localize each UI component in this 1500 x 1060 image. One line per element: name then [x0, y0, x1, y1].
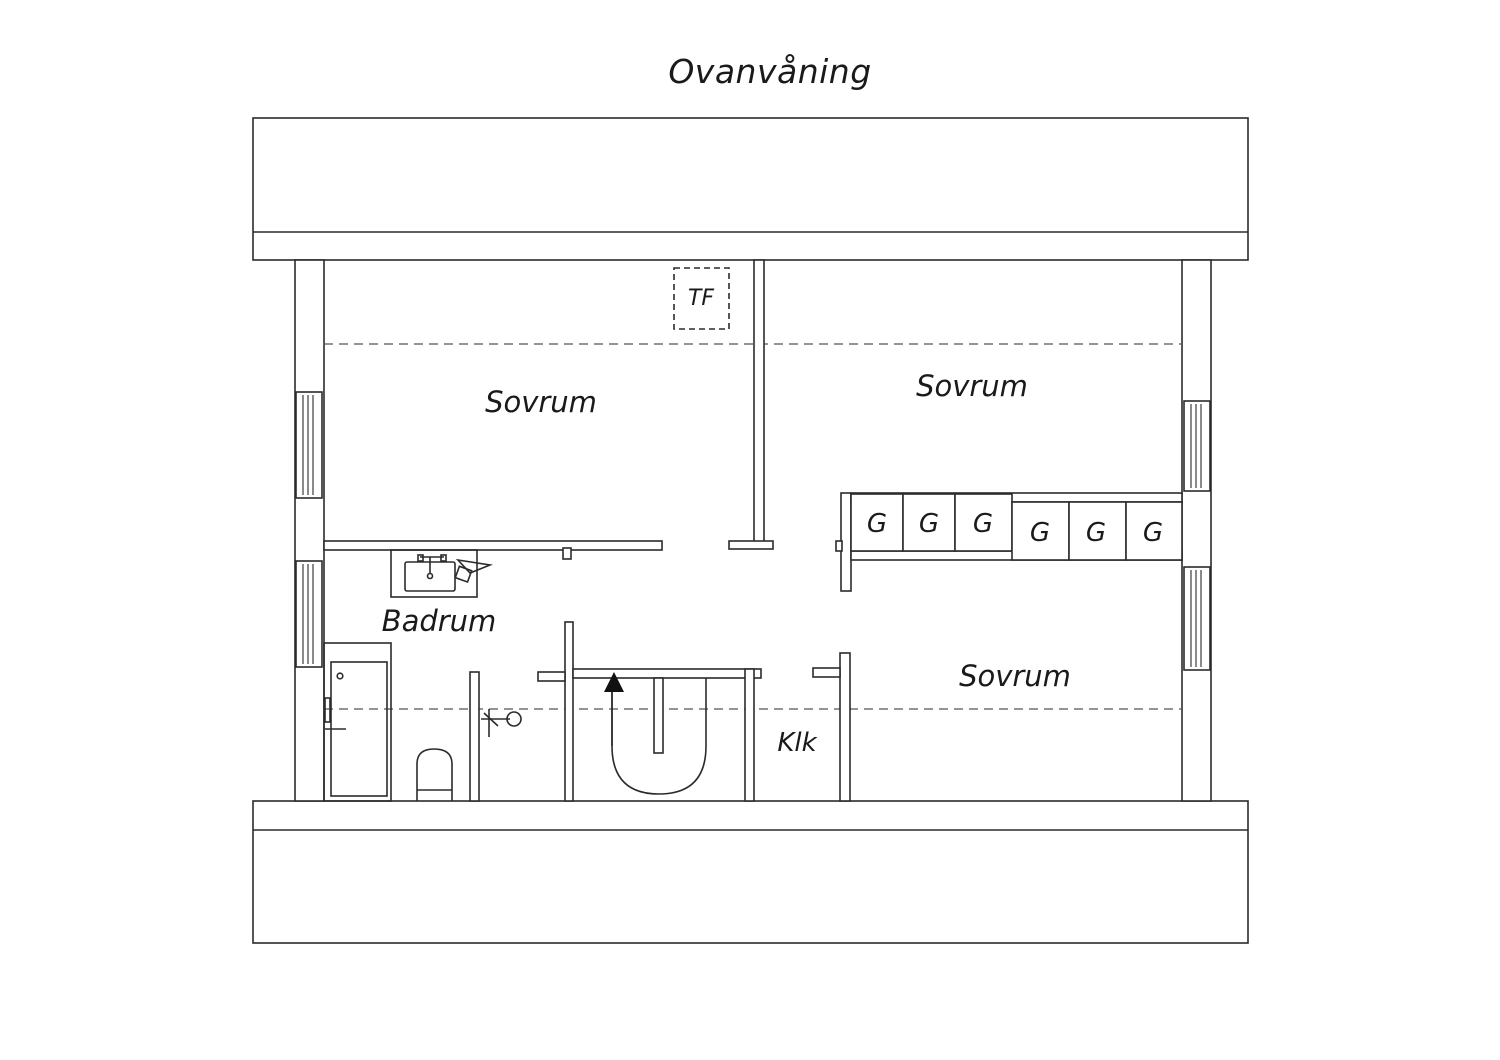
wardrobe-row — [850, 493, 1183, 561]
stair-direction-arrow-icon — [604, 672, 624, 692]
roof-bottom — [252, 800, 1249, 944]
window-left-upper — [295, 391, 323, 499]
sink-icon — [404, 554, 456, 592]
room-label-closet: Klk — [777, 728, 817, 758]
wardrobe-label: G — [1143, 518, 1163, 548]
wardrobe-label: G — [919, 509, 939, 539]
room-label-bedroom-bottom-right: Sovrum — [959, 659, 1071, 693]
wardrobe-label: G — [973, 509, 993, 539]
room-label-bedroom-top-left: Sovrum — [485, 385, 597, 419]
toilet-icon — [416, 748, 453, 801]
room-label-bathroom: Badrum — [382, 604, 497, 638]
window-left-lower — [295, 560, 323, 668]
wardrobe-label: G — [1086, 518, 1106, 548]
attic-hatch: TF — [673, 267, 730, 330]
wardrobe-label: G — [867, 509, 887, 539]
roof-top — [252, 117, 1249, 261]
staircase — [611, 677, 707, 795]
wardrobe-label: G — [1030, 518, 1050, 548]
shower-icon — [324, 661, 388, 797]
attic-hatch-label: TF — [688, 286, 714, 311]
faucet-icon — [454, 558, 494, 584]
room-label-bedroom-top-right: Sovrum — [916, 369, 1028, 403]
window-right-lower — [1183, 566, 1211, 671]
tap-icon — [481, 709, 522, 737]
window-right-upper — [1183, 400, 1211, 492]
floor-title: Ovanvåning — [668, 52, 872, 91]
wardrobe-labels: G G G G G G — [867, 509, 1163, 548]
